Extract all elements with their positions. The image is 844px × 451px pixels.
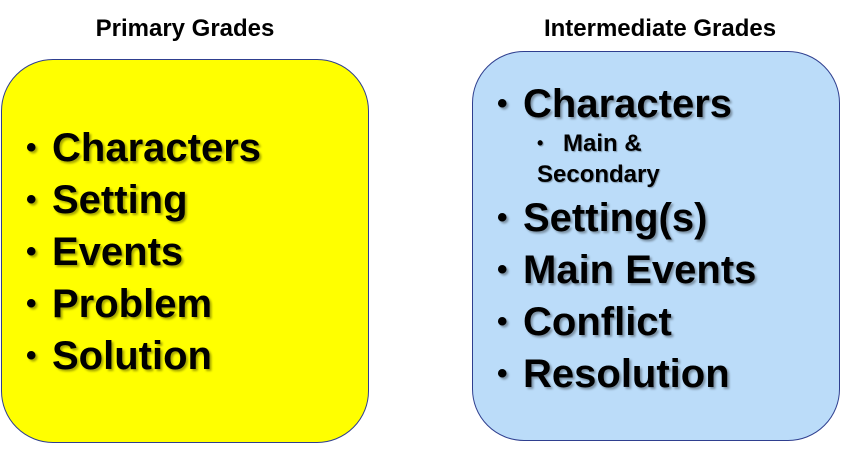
primary-item-problem: Problem — [26, 278, 261, 330]
primary-grades-title: Primary Grades — [95, 15, 275, 42]
intermediate-subitem-secondary: Secondary — [537, 161, 660, 188]
intermediate-subitem-main: Main & — [537, 128, 796, 159]
intermediate-item-conflict: Conflict — [497, 296, 756, 348]
intermediate-item-settings: Setting(s) — [497, 192, 756, 244]
intermediate-item-main-events: Main Events — [497, 244, 756, 296]
intermediate-item-resolution: Resolution — [497, 348, 756, 400]
primary-item-events: Events — [26, 226, 261, 278]
intermediate-subitem-secondary-continued: Secondary — [537, 159, 796, 190]
primary-grades-list: Characters Setting Events Problem Soluti… — [26, 122, 261, 382]
intermediate-characters-sublist: Main & Secondary — [537, 128, 796, 190]
primary-item-characters: Characters — [26, 122, 261, 174]
primary-item-solution: Solution — [26, 330, 261, 382]
intermediate-grades-title: Intermediate Grades — [543, 15, 777, 42]
intermediate-sublist-container: Main & Secondary — [497, 128, 756, 190]
intermediate-grades-list: Characters Main & Secondary Setting(s) M… — [497, 78, 756, 400]
intermediate-item-characters: Characters — [497, 78, 756, 130]
primary-item-setting: Setting — [26, 174, 261, 226]
